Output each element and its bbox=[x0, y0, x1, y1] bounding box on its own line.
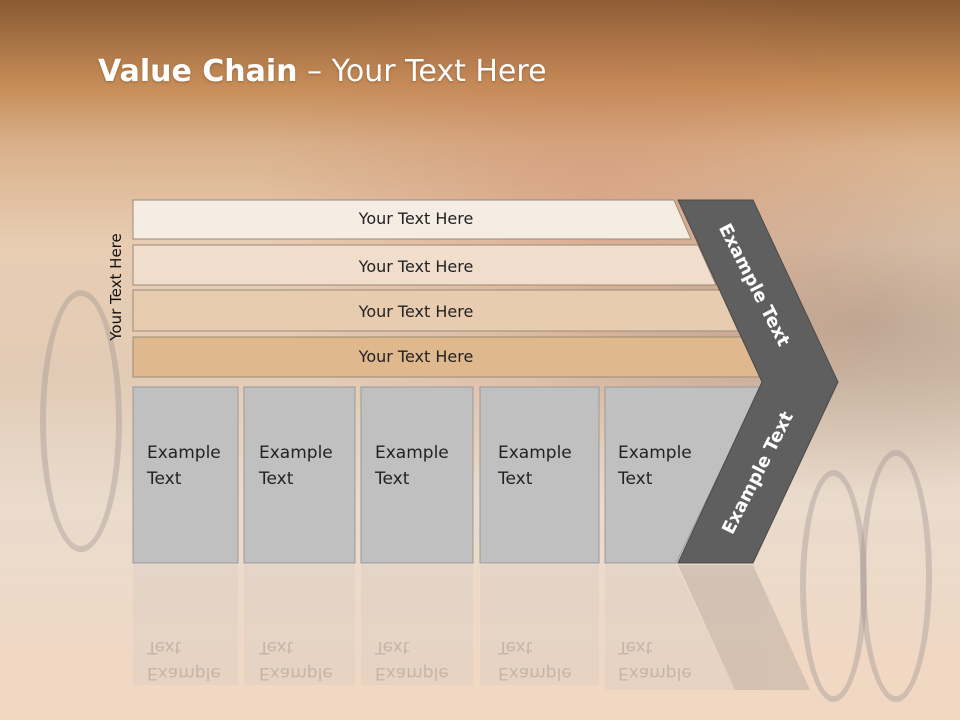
binder-ring bbox=[800, 470, 867, 702]
cell-4 bbox=[479, 386, 600, 564]
cell-3 bbox=[360, 386, 474, 564]
chevron-arrow bbox=[677, 199, 839, 564]
bar-label-3: Your Text Here bbox=[358, 302, 474, 321]
reflection bbox=[133, 565, 810, 690]
cell-1 bbox=[132, 386, 239, 564]
slide-title: Value Chain – Your Text Here bbox=[98, 54, 547, 89]
bar-2 bbox=[132, 244, 717, 286]
binder-ring bbox=[40, 290, 122, 552]
bar-label-4: Your Text Here bbox=[358, 347, 474, 366]
bar-1 bbox=[132, 199, 692, 240]
cell-2 bbox=[243, 386, 356, 564]
bar-label-2: Your Text Here bbox=[358, 257, 474, 276]
cell-5 bbox=[604, 386, 762, 564]
bar-label-1: Your Text Here bbox=[358, 209, 474, 228]
